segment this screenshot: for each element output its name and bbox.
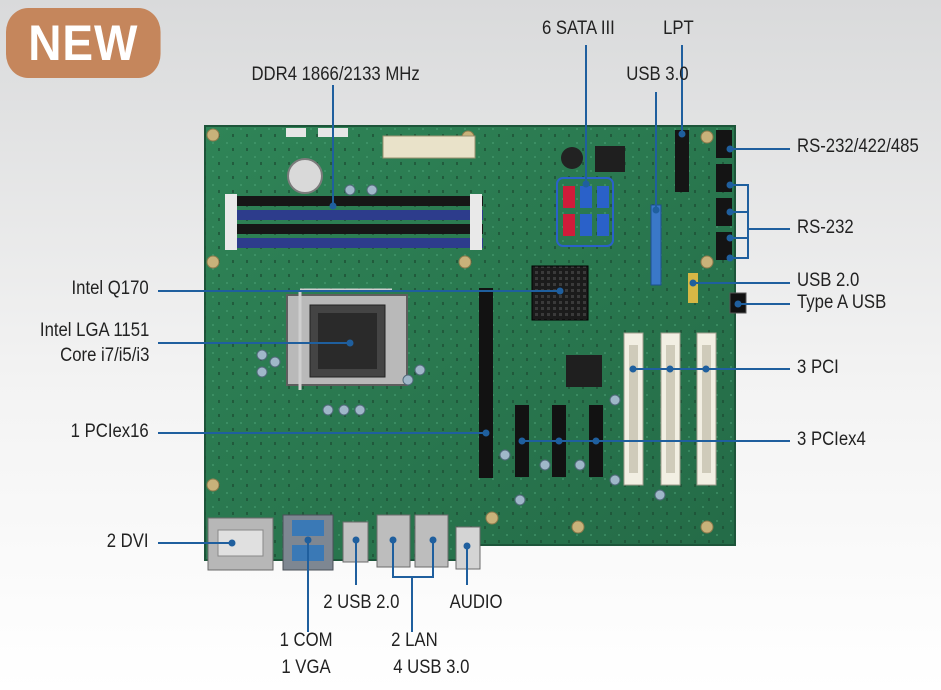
lpt-header [675,130,689,192]
pci-slots [623,332,717,486]
label-usb20-bottom: 2 USB 2.0 [323,592,400,613]
label-com: 1 COM [279,630,333,651]
label-rs232-422-485: RS-232/422/485 [797,136,919,157]
usb2-header [688,273,698,303]
usb3-header [650,204,662,286]
io-chip [566,355,602,387]
capacitors [256,184,666,506]
label-lpt: LPT [663,18,694,39]
label-pciex16: 1 PCIex16 [70,421,149,442]
label-rs232: RS-232 [797,217,854,238]
label-ddr4: DDR4 1866/2133 MHz [251,64,420,85]
label-pciex4: 3 PCIex4 [797,429,866,450]
label-type-a-usb: Type A USB [797,292,887,313]
label-intel-q170: Intel Q170 [71,278,149,299]
atx-power-connector [382,135,476,159]
cmos-battery [287,158,323,194]
label-dvi: 2 DVI [107,531,149,552]
new-badge: NEW [6,8,161,78]
label-usb30-bottom: 4 USB 3.0 [393,657,470,678]
sata-ports [556,177,614,247]
label-lga-line1: Intel LGA 1151 [39,320,149,341]
cpu-socket [286,288,408,390]
leader-lines [158,45,790,632]
label-lan: 2 LAN [391,630,438,651]
rear-io [207,514,481,571]
label-pci: 3 PCI [797,357,839,378]
dimm-slots [225,194,483,250]
label-usb30-top: USB 3.0 [626,64,689,85]
label-usb20: USB 2.0 [797,270,860,291]
label-lga-line2: Core i7/i5/i3 [59,345,149,366]
leader-dots [228,130,742,550]
label-audio: AUDIO [449,592,503,613]
label-sata: 6 SATA III [541,18,615,39]
label-vga: 1 VGA [281,657,331,678]
pcie-x16-slot [479,288,493,478]
